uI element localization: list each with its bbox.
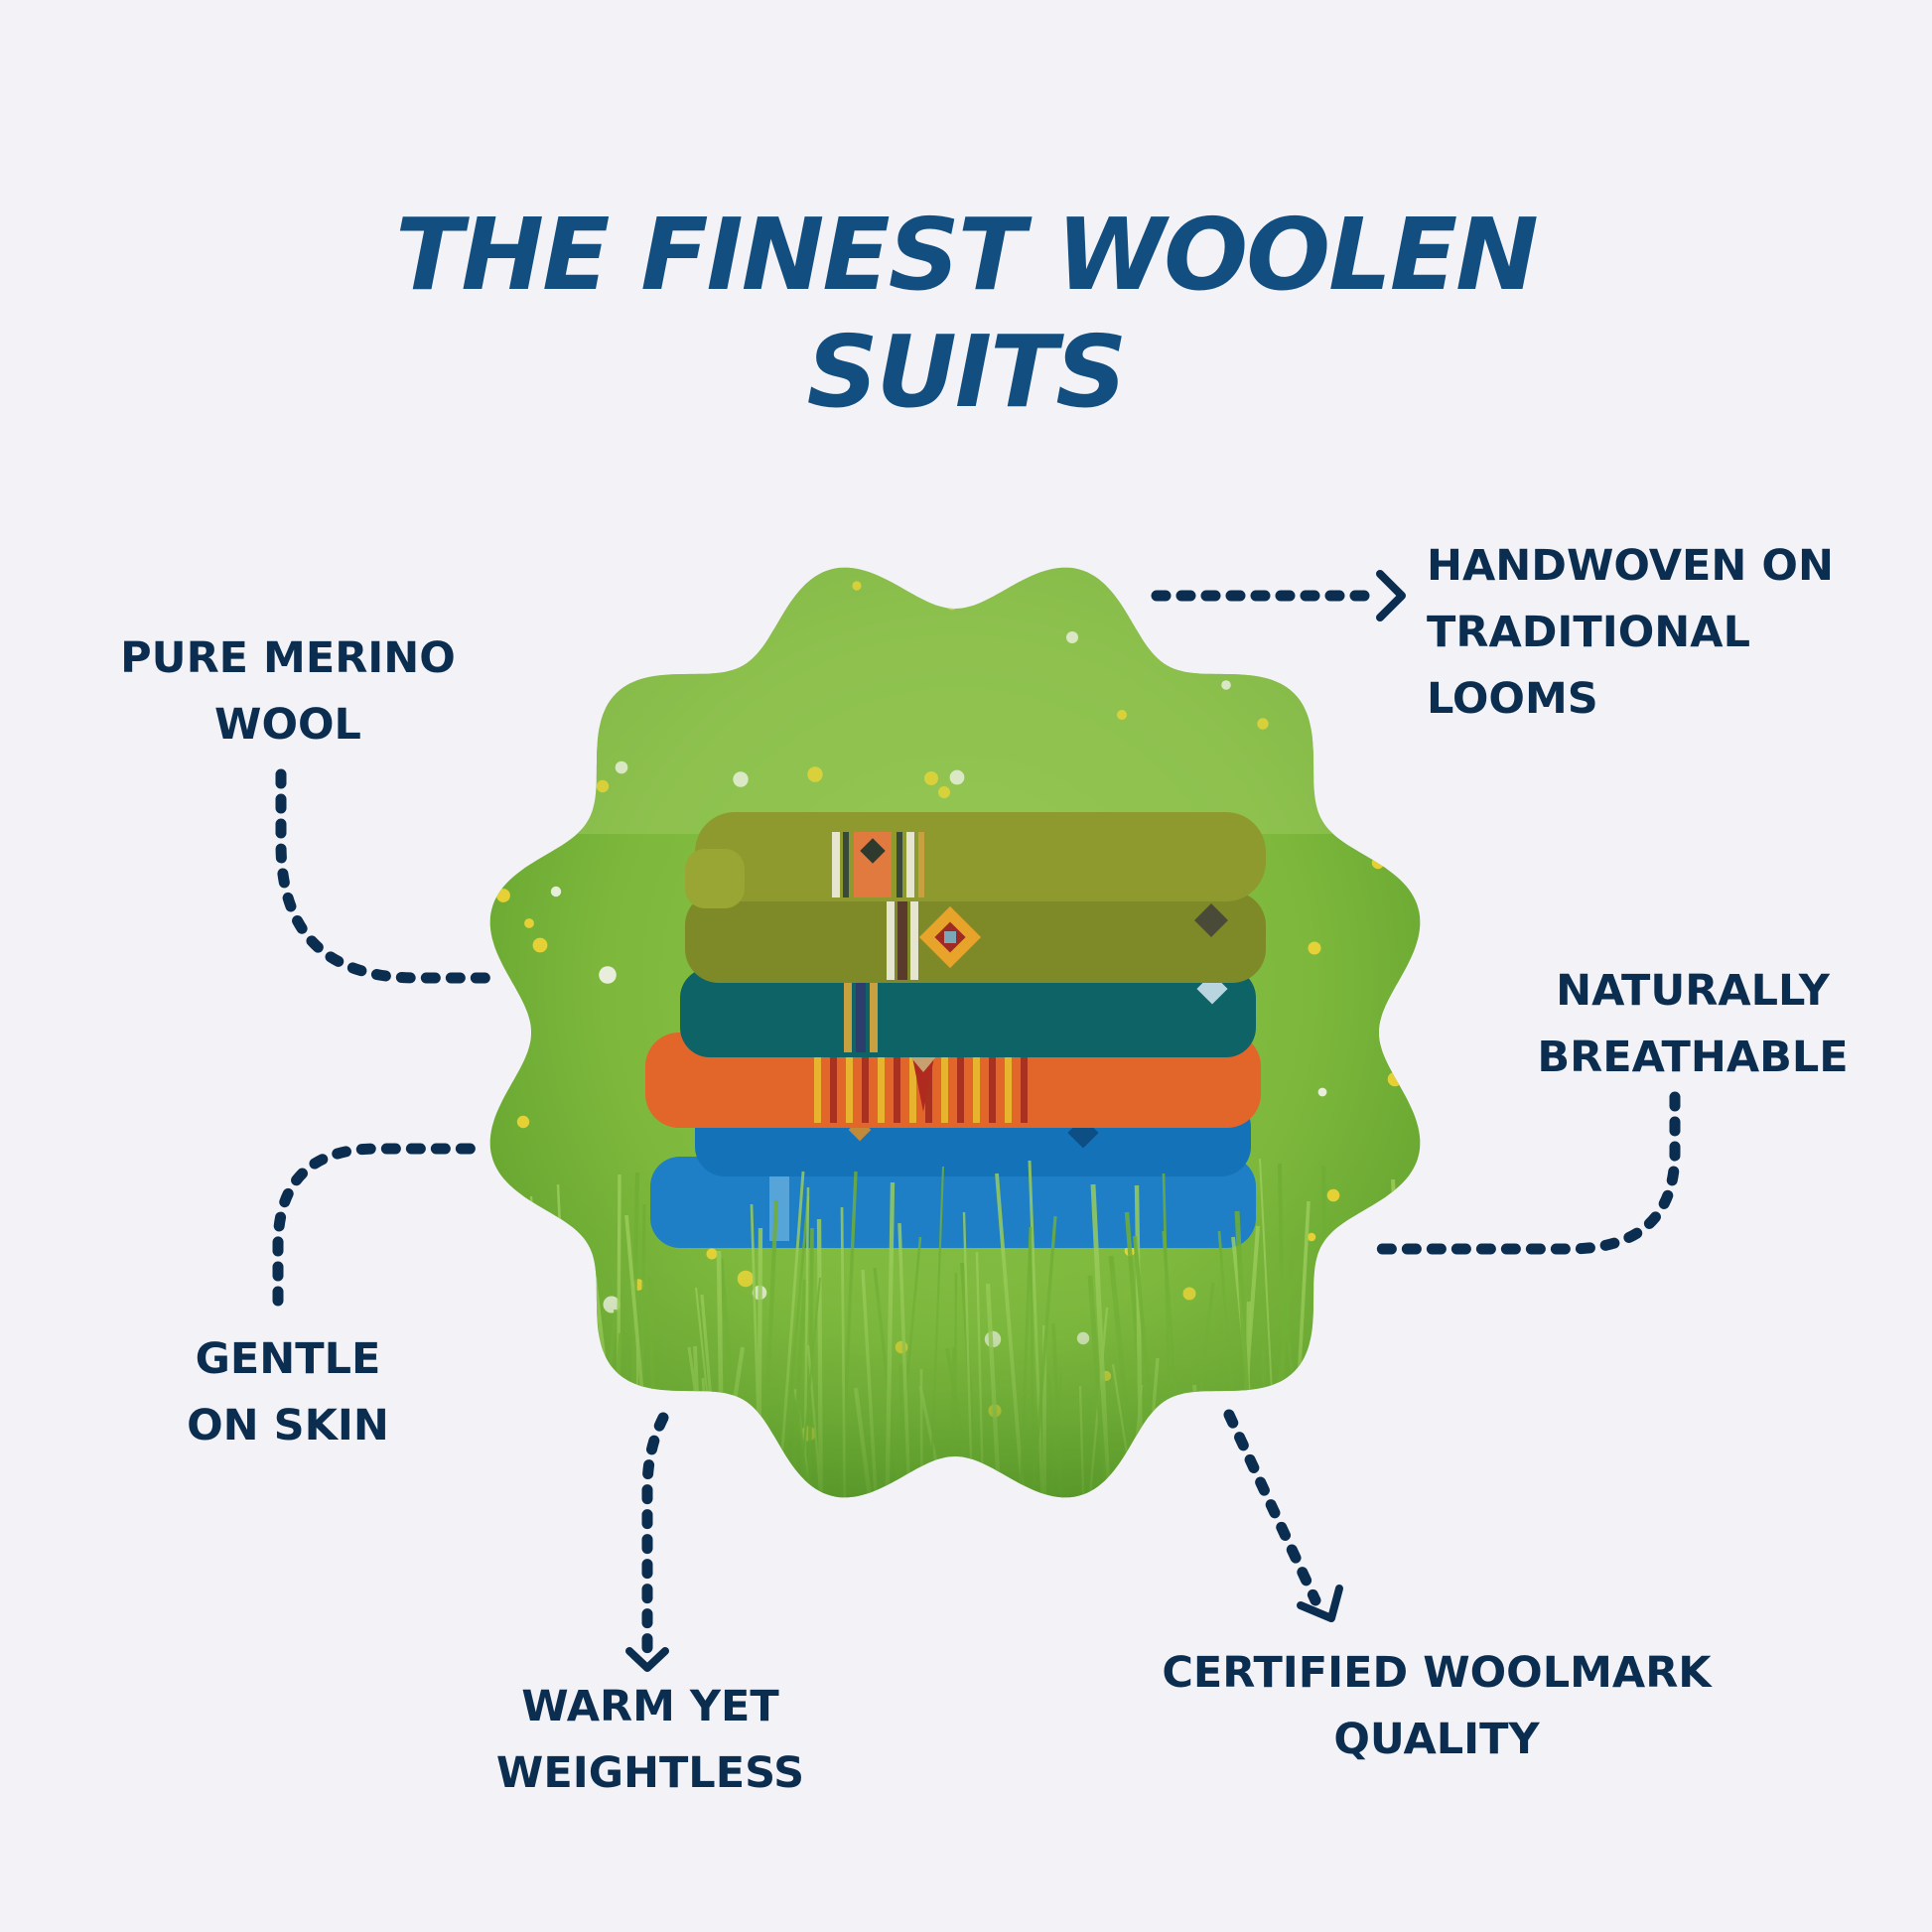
hero-image bbox=[489, 567, 1421, 1498]
title-line-1: THE FINEST WOOLEN bbox=[395, 197, 1539, 313]
feature-pure-merino-wool: PURE MERINO WOOL bbox=[99, 625, 477, 759]
feature-label-line: BREATHABLE bbox=[1537, 1033, 1849, 1082]
arrow-down-icon bbox=[625, 1647, 669, 1672]
arrow-down-right-icon bbox=[1297, 1585, 1343, 1622]
feature-naturally-breathable: NATURALLY BREATHABLE bbox=[1494, 958, 1891, 1091]
feature-label-line: ON SKIN bbox=[187, 1401, 389, 1450]
feature-warm-yet-weightless: WARM YET WEIGHTLESS bbox=[452, 1674, 849, 1807]
feature-label-line: NATURALLY bbox=[1556, 966, 1830, 1016]
feature-label-line: CERTIFIED WOOLMARK bbox=[1162, 1648, 1712, 1698]
connector-gentle-on-skin bbox=[272, 1143, 484, 1307]
connector-warm-yet-weightless bbox=[641, 1412, 669, 1654]
feature-handwoven-looms: HANDWOVEN ON TRADITIONAL LOOMS bbox=[1427, 533, 1834, 733]
feature-label-line: WOOL bbox=[214, 700, 361, 750]
feature-certified-woolmark: CERTIFIED WOOLMARK QUALITY bbox=[1129, 1640, 1744, 1773]
feature-label-line: TRADITIONAL bbox=[1427, 608, 1750, 657]
feature-label-line: PURE MERINO bbox=[120, 633, 456, 683]
feature-label-line: WARM YET bbox=[521, 1682, 779, 1731]
feature-label-line: WEIGHTLESS bbox=[495, 1748, 805, 1798]
title-line-2: SUITS bbox=[806, 314, 1128, 430]
feature-label-line: HANDWOVEN ON bbox=[1427, 541, 1834, 591]
feature-label-line: LOOMS bbox=[1427, 674, 1598, 724]
connector-naturally-breathable bbox=[1369, 1091, 1681, 1255]
feature-label-line: GENTLE bbox=[195, 1334, 381, 1384]
arrow-right-icon bbox=[1376, 570, 1406, 621]
feature-label-line: QUALITY bbox=[1333, 1715, 1540, 1764]
blanket-stack bbox=[645, 812, 1266, 1248]
page-title: THE FINEST WOOLEN SUITS bbox=[0, 197, 1932, 431]
connector-pure-merino-wool bbox=[275, 768, 497, 984]
connector-certified-woolmark bbox=[1223, 1409, 1321, 1606]
feature-gentle-on-skin: GENTLE ON SKIN bbox=[129, 1326, 447, 1459]
